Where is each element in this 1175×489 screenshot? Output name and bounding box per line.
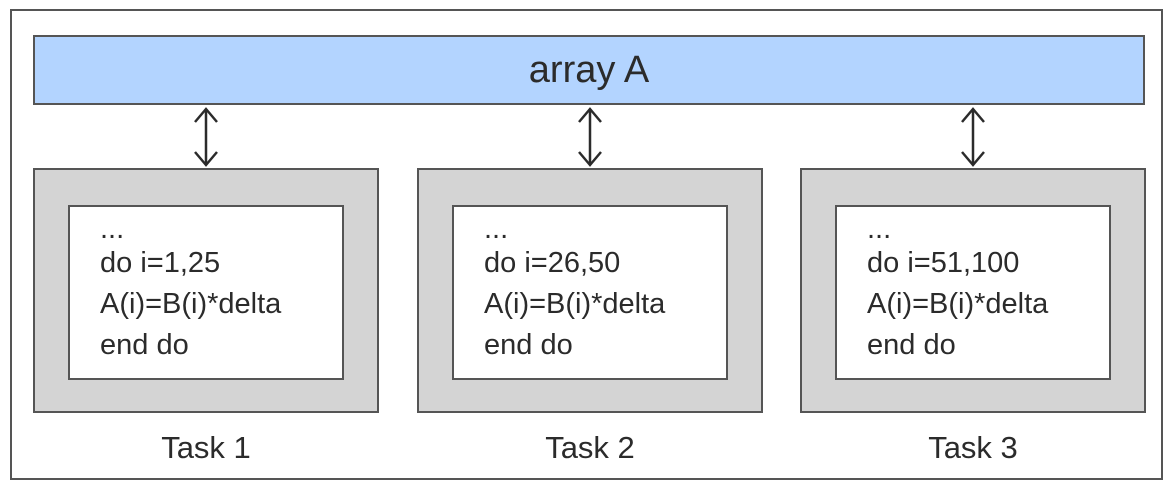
task-3-box: ... do i=51,100 A(i)=B(i)*delta end do	[800, 168, 1146, 413]
code-line: A(i)=B(i)*delta	[867, 288, 1049, 320]
code-line: end do	[484, 329, 573, 361]
double-arrow-icon-task-1	[194, 107, 218, 167]
double-arrow-icon-task-2	[578, 107, 602, 167]
code-line: end do	[867, 329, 956, 361]
task-1-box: ... do i=1,25 A(i)=B(i)*delta end do	[33, 168, 379, 413]
code-line: end do	[100, 329, 189, 361]
code-line: do i=26,50	[484, 247, 621, 279]
array-a-bar: array A	[33, 35, 1145, 105]
code-line: do i=1,25	[100, 247, 221, 279]
code-line: ...	[100, 213, 125, 245]
task-2-code-box: ... do i=26,50 A(i)=B(i)*delta end do	[452, 205, 728, 380]
task-1-label: Task 1	[161, 430, 251, 465]
task-3-label: Task 3	[928, 430, 1018, 465]
code-line: A(i)=B(i)*delta	[100, 288, 282, 320]
task-2-box: ... do i=26,50 A(i)=B(i)*delta end do	[417, 168, 763, 413]
code-line: ...	[867, 213, 892, 245]
task-1-code-box: ... do i=1,25 A(i)=B(i)*delta end do	[68, 205, 344, 380]
code-line: do i=51,100	[867, 247, 1020, 279]
double-arrow-icon-task-3	[961, 107, 985, 167]
code-line: A(i)=B(i)*delta	[484, 288, 666, 320]
array-a-label: array A	[528, 48, 650, 91]
task-2-label: Task 2	[545, 430, 635, 465]
task-3-code-box: ... do i=51,100 A(i)=B(i)*delta end do	[835, 205, 1111, 380]
code-line: ...	[484, 213, 509, 245]
